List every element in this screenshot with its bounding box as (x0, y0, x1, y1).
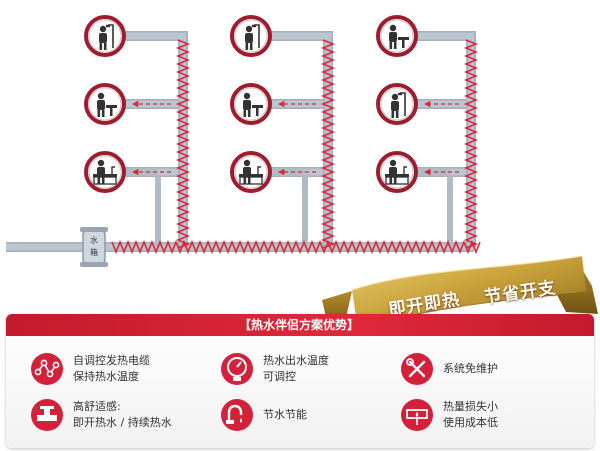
faucet-icon (221, 399, 253, 431)
feature-line: 热量损失小 (443, 400, 498, 413)
feature-line: 热水出水温度 (263, 354, 329, 367)
shower-icon (84, 15, 126, 57)
main-pipes (6, 31, 476, 252)
advantages-panel-title: 【热水伴侣方案优势】 (238, 318, 359, 332)
wash-basin-icon (84, 83, 126, 125)
feature-line: 自调控发热电缆 (73, 354, 150, 367)
branch-pipes (123, 32, 471, 177)
fixture-points (84, 15, 418, 193)
feature-comfort: 高舒适感: 即开热水 / 持续热水 (30, 398, 172, 432)
feature-line: 保持热水温度 (73, 370, 139, 383)
feature-adjustable-temperature: 热水出水温度 可调控 (220, 352, 329, 386)
heat-loss-icon (401, 399, 433, 431)
feature-maintenance-free: 系统免维护 (400, 352, 498, 386)
slogan-ribbon (322, 255, 598, 334)
feature-line: 高舒适感: (73, 400, 121, 413)
feature-water-energy-saving: 节水节能 (220, 398, 307, 432)
kitchen-sink-icon (230, 151, 272, 193)
advantages-panel-header (6, 314, 594, 336)
water-tank: 水 箱 (80, 227, 108, 267)
feature-self-regulating-cable: 自调控发热电缆 保持热水温度 (30, 352, 150, 386)
shower-icon (230, 15, 272, 57)
feature-line: 系统免维护 (443, 362, 498, 375)
tank-label-char-2: 箱 (90, 247, 98, 257)
feature-line: 可调控 (263, 370, 296, 383)
wash-basin-icon (376, 15, 418, 57)
wash-basin-icon (230, 83, 272, 125)
feature-line: 节水节能 (263, 408, 307, 421)
feature-line: 即开热水 / 持续热水 (73, 416, 172, 429)
valve-icon (31, 399, 63, 431)
heating-cable (111, 39, 481, 255)
molecule-icon (31, 353, 63, 385)
kitchen-sink-icon (84, 151, 126, 193)
feature-line: 使用成本低 (443, 416, 498, 429)
tank-label-char-1: 水 (90, 235, 98, 245)
kitchen-sink-icon (376, 151, 418, 193)
shower-icon (376, 83, 418, 125)
advantages-panel (6, 314, 594, 448)
thermometer-gauge-icon (221, 353, 253, 385)
tools-icon (401, 353, 433, 385)
feature-low-heat-loss: 热量损失小 使用成本低 (400, 398, 498, 432)
